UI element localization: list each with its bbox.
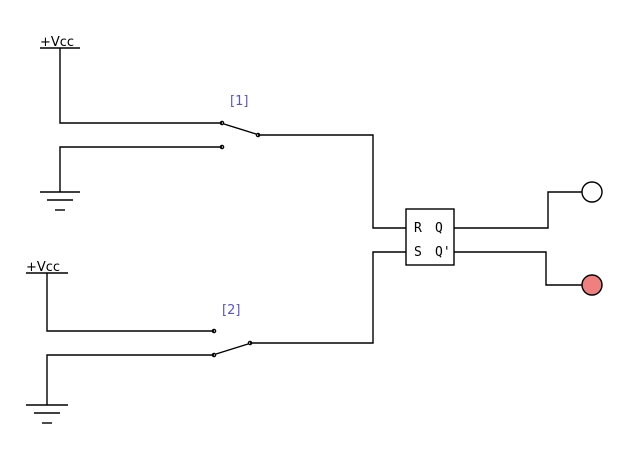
switch-2-contact-upper (211, 328, 217, 334)
switch-1-label: [1] (230, 94, 248, 109)
vcc-top-label: +Vcc (40, 35, 74, 50)
wire-switch1-to-r (258, 134, 406, 229)
latch-pin-r: R (414, 221, 422, 236)
qbar-output-led (581, 274, 603, 296)
wire-qbar-to-led (454, 251, 582, 286)
sr-latch: R S Q Q' (405, 208, 455, 266)
switch-2[interactable]: [2] (211, 303, 253, 358)
latch-pin-qbar: Q' (435, 245, 451, 260)
ground-top (40, 146, 222, 211)
ground-top-wire (59, 146, 222, 192)
switch-1-contact-lower (219, 144, 225, 150)
switch-2-contact-lower (211, 352, 217, 358)
switch-2-label: [2] (222, 303, 240, 318)
vcc-bottom-label: +Vcc (26, 260, 60, 275)
vcc-bottom: +Vcc (26, 260, 214, 332)
q-output-led (581, 181, 603, 203)
switch-1[interactable]: [1] (219, 94, 261, 150)
ground-bottom (26, 354, 214, 424)
wire-q-to-led (454, 191, 582, 229)
wire-switch2-to-s (250, 251, 406, 344)
vcc-top: +Vcc (40, 35, 222, 124)
vcc-bottom-wire (46, 273, 214, 332)
switch-1-contact-upper (219, 120, 225, 126)
latch-pin-q: Q (435, 221, 443, 236)
sr-latch-body (405, 208, 455, 266)
switch-2-blade (215, 343, 249, 355)
switch-1-blade (223, 123, 257, 135)
ground-bottom-wire (46, 354, 214, 405)
latch-pin-s: S (414, 245, 422, 260)
vcc-top-wire (59, 48, 222, 124)
